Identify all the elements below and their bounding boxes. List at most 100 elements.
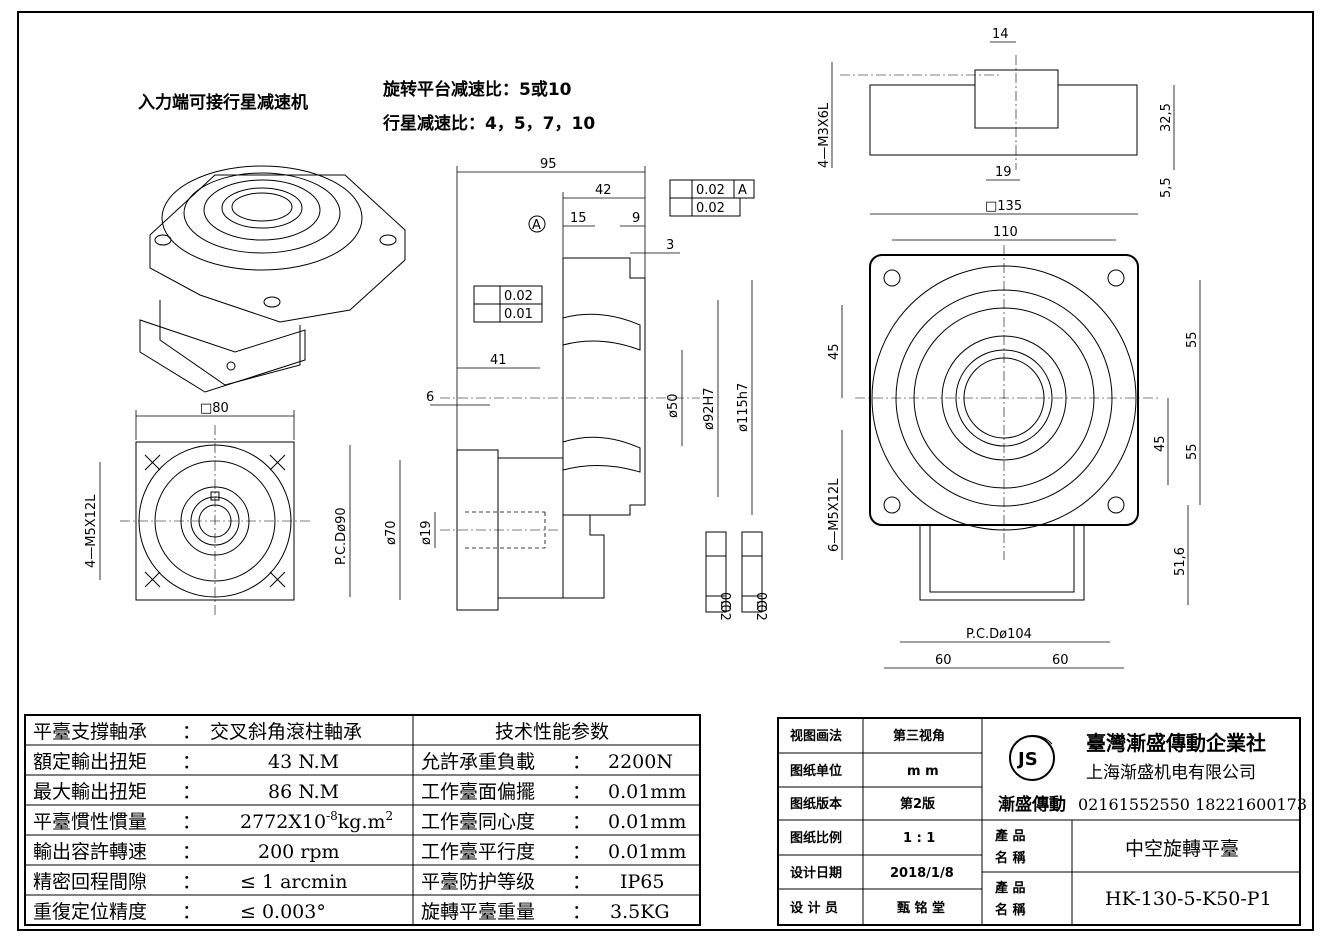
spec-row-2-label: 額定輸出扭矩: [33, 751, 147, 773]
dia-50: ø50: [666, 394, 681, 419]
spec-row-6-label2: 平臺防护等级: [421, 871, 535, 893]
spec-row-3-label2: 工作臺面偏擺: [421, 781, 535, 803]
front-dim-45-left: 45: [827, 343, 842, 360]
front-square-dim: □135: [985, 199, 1022, 214]
model-label-a: 產 品: [994, 880, 1026, 896]
isometric-view: [139, 165, 406, 393]
front-dim-45-right: 45: [1153, 435, 1168, 452]
spec-row-6-value2: IP65: [620, 871, 664, 893]
tb-label-view-method: 视图画法: [790, 728, 842, 744]
model-label-b: 名 稱: [995, 902, 1026, 918]
brand-name: 漸盛傳動: [998, 794, 1066, 815]
top-dim-14: 14: [992, 27, 1009, 42]
dia-92h7: ø92H7: [702, 387, 717, 430]
rotary-ratio-note: 旋转平台减速比：5或10: [382, 79, 572, 100]
spec-row-5-value2: 0.01mm: [608, 841, 686, 863]
spec-row-3-sep2: ：: [572, 781, 591, 803]
dim-41: 41: [490, 353, 507, 368]
tb-label-unit: 图纸单位: [790, 763, 842, 779]
spec-row-3-value2: 0.01mm: [608, 781, 686, 803]
spec-row-5-value: 200 rpm: [258, 841, 340, 863]
gdt-concentricity-2: 0.02 C: [741, 531, 768, 621]
spec-row-2-sep: ：: [182, 751, 201, 773]
tb-value-designer: 甄 铭 堂: [897, 900, 945, 916]
dia-19: ø19: [419, 521, 434, 546]
spec-row-6-sep: ：: [182, 871, 201, 893]
company-name-cn: 上海渐盛机电有限公司: [1086, 763, 1256, 783]
tb-value-view-method: 第三视角: [893, 728, 945, 744]
gdt-conc-1-ref: C: [717, 600, 732, 609]
gdt-conc-2-ref: C: [753, 600, 768, 609]
spec-row-4-label: 平臺慣性慣量: [33, 811, 147, 833]
inertia-square: 2: [386, 809, 394, 823]
spec-row-6-label: 精密回程間隙: [33, 871, 147, 893]
dim-6: 6: [426, 390, 434, 405]
spec-row-2-value: 43 N.M: [268, 751, 339, 773]
gdt-top-1-value: 0.02: [696, 183, 725, 198]
input-note: 入力端可接行星减速机: [138, 92, 308, 113]
spec-row-5-sep: ：: [182, 841, 201, 863]
tb-label-version: 图纸版本: [790, 796, 842, 812]
spec-row-3-value: 86 N.M: [268, 781, 339, 803]
spec-row-5-label: 輸出容許轉速: [33, 841, 147, 863]
front-dim-55-bottom: 55: [1185, 443, 1200, 460]
front-dim-110: 110: [993, 225, 1018, 240]
datum-a: A: [532, 218, 541, 233]
spec-row-1-label: 平臺支撐軸承: [33, 721, 147, 743]
planetary-ratio-note: 行星减速比：4，5，7，10: [382, 113, 595, 134]
tb-label-designer: 设 计 员: [790, 900, 838, 916]
notes: 入力端可接行星减速机 旋转平台减速比：5或10 行星减速比：4，5，7，10: [138, 79, 595, 134]
spec-row-3-label: 最大輸出扭矩: [33, 781, 147, 803]
dia-70: ø70: [384, 521, 399, 546]
gdt-concentricity-1: 0.02 C: [705, 531, 732, 621]
top-view: 14 19 32,5 5,5 4—M3X6L: [817, 27, 1175, 198]
spec-row-7-label: 重復定位精度: [33, 901, 147, 923]
gdt-top-1-ref: A: [738, 183, 747, 198]
spec-row-1-value: 交叉斜角滾柱軸承: [210, 721, 362, 743]
spec-row-2-value2: 2200N: [608, 751, 673, 773]
spec-section-title: 技术性能参数: [495, 721, 609, 743]
gdt-top-2-value: 0.02: [696, 201, 725, 216]
spec-row-6-value: ≤ 1 arcmin: [240, 871, 347, 893]
dim-95: 95: [540, 157, 557, 172]
front-thread-note: 6—M5X12L: [827, 478, 842, 552]
spec-row-4-sep2: ：: [572, 811, 591, 833]
motor-flange-view: □80 P.C.Dø90 4—M5X12L: [84, 401, 351, 617]
spec-table: 平臺支撐軸承 ： 交叉斜角滾柱軸承 技术性能参数 額定輸出扭矩 ： 43 N.M…: [24, 714, 701, 926]
inertia-exponent: -8: [326, 809, 338, 823]
gdt-left-2-value: 0.01: [504, 307, 533, 322]
tb-label-date: 设计日期: [790, 865, 842, 881]
gdt-frame-left: 0.02 0.01: [473, 285, 543, 323]
gdt-frame-top: 0.02 A 0.02: [669, 179, 755, 217]
front-dim-60-left: 60: [935, 653, 952, 668]
top-dim-5-5: 5,5: [1159, 177, 1174, 198]
model-number: HK-130-5-K50-P1: [1105, 888, 1272, 910]
tb-value-date: 2018/1/8: [890, 866, 954, 881]
spec-row-4-label2: 工作臺同心度: [421, 811, 535, 833]
spec-row-7-sep: ：: [182, 901, 201, 923]
top-dim-32-5: 32,5: [1159, 103, 1174, 132]
company-phones: 02161552550 18221600173: [1078, 795, 1307, 814]
spec-row-1-sep: ：: [182, 721, 201, 743]
title-block: 视图画法 第三视角 图纸单位 m m 图纸版本 第2版 图纸比例 1 : 1 设…: [777, 717, 1307, 926]
front-dim-51-6: 51,6: [1173, 547, 1188, 576]
tb-value-scale: 1 : 1: [903, 831, 935, 846]
gdt-conc-2-value: 0.02: [753, 592, 768, 621]
product-label-b: 名 稱: [995, 850, 1026, 866]
gdt-left-1-value: 0.02: [504, 289, 533, 304]
dim-15: 15: [570, 211, 587, 226]
spec-row-4-sep: ：: [182, 811, 201, 833]
side-view: 95 42 15 9 3 41 6 ø50 ø92H7 ø115h7 ø70 ø…: [384, 157, 768, 621]
dim-3: 3: [666, 238, 674, 253]
spec-row-4-value: 2772X10-8kg.m2: [240, 809, 393, 833]
sheet-border: [17, 11, 1314, 931]
dia-115h7: ø115h7: [736, 383, 751, 432]
inertia-unit: kg.m: [338, 811, 386, 833]
inertia-base: 2772X10: [240, 811, 326, 833]
flange-thread-note: 4—M5X12L: [84, 494, 99, 568]
tb-value-unit: m m: [907, 764, 939, 779]
product-label-a: 產 品: [994, 828, 1026, 844]
tb-label-scale: 图纸比例: [790, 830, 842, 846]
front-view: □135 110 45 55 45 55 51,6 6—M5X12L P.C.D…: [827, 199, 1201, 669]
